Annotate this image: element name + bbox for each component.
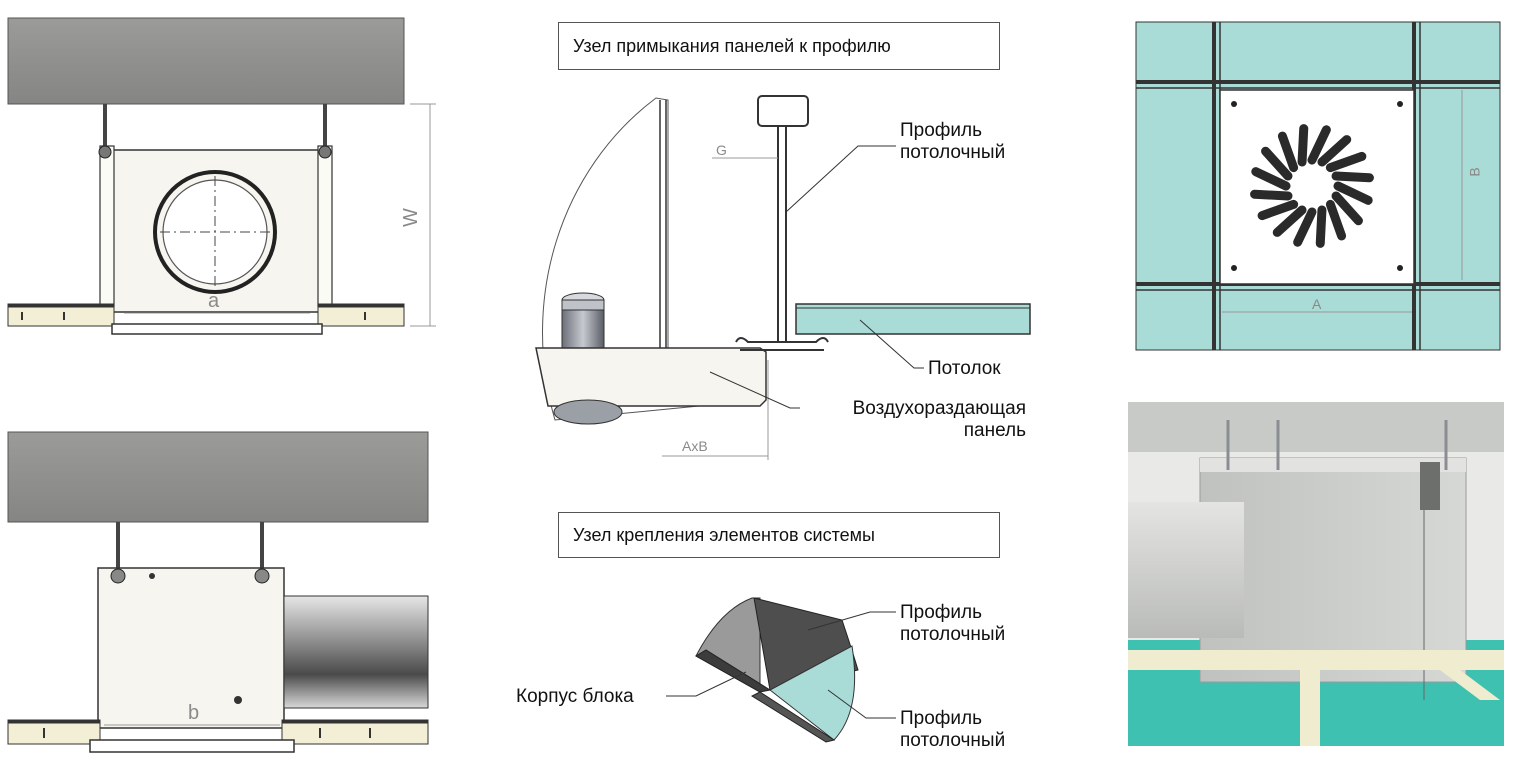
label-air-panel: Воздухораздающая панель: [806, 398, 1026, 442]
concrete-slab: [7, 17, 405, 105]
swirl-slot: [1297, 124, 1309, 167]
label-profile-mid-line2: потолочный: [900, 624, 1006, 645]
label-profile-bot-line1: Профиль: [900, 708, 983, 729]
teal-corner: [769, 645, 856, 741]
label-profile-bot-line2: потолочный: [900, 730, 1006, 751]
fastener-cylinder: [561, 309, 605, 351]
face-plate: [111, 323, 323, 335]
ceiling-tile-right: [317, 303, 405, 327]
label-profile-bot: Профиль потолочный: [900, 708, 1005, 752]
swirl-slot: [1325, 199, 1347, 241]
side-section-view: [7, 431, 429, 753]
label-air-panel-line2: панель: [963, 420, 1026, 441]
duct-pipe: [283, 595, 429, 709]
swirl-slot: [1317, 135, 1352, 167]
swirl-slot: [1333, 181, 1373, 205]
dim-G: G: [716, 142, 727, 158]
panel-joint-detail: [535, 95, 1031, 460]
label-body: Корпус блока: [516, 686, 634, 707]
swirl-slot: [1272, 205, 1307, 237]
caption-panel-joint: Узел примыкания панелей к профилю: [558, 22, 1000, 70]
swirl-slot: [1277, 131, 1299, 173]
plan-view: [1135, 21, 1501, 351]
leader-ceiling: [859, 319, 924, 369]
fixing-joint-detail: [666, 597, 896, 743]
dim-AxB: AxB: [682, 438, 708, 454]
ceiling-tile-left: [7, 303, 115, 327]
leader-profile-top: [785, 145, 896, 213]
render-pipe: [1128, 502, 1244, 638]
swirl-slot: [1257, 199, 1299, 221]
swirl-slot: [1261, 146, 1293, 181]
swirl-slot: [1325, 151, 1367, 173]
air-distribution-panel: [535, 347, 767, 407]
dim-a: a: [208, 290, 220, 312]
dim-W: W: [399, 208, 422, 227]
label-profile-top-line2: потолочный: [900, 142, 1006, 163]
spigot-ring: [153, 170, 277, 294]
label-profile-top: Профиль потолочный: [900, 120, 1005, 164]
swirl-slot: [1331, 171, 1374, 183]
swirl-slot: [1250, 189, 1293, 201]
dim-A: A: [1312, 296, 1322, 312]
diffuser-plate: [1219, 89, 1415, 285]
dim-B: B: [1466, 167, 1483, 177]
swirl-slot: [1293, 207, 1317, 247]
leader-panel: [709, 371, 800, 409]
plenum-box-side: [97, 567, 285, 729]
label-ceiling: Потолок: [928, 358, 1001, 379]
swirl-slot: [1251, 167, 1291, 191]
swirl-slot: [1331, 191, 1363, 226]
front-section-view: [7, 17, 436, 335]
label-profile-mid: Профиль потолочный: [900, 602, 1005, 646]
dim-b: b: [188, 702, 200, 724]
ceiling-tile-detail: [795, 303, 1031, 335]
label-air-panel-line1: Воздухораздающая: [852, 398, 1026, 419]
swirl-slots: [1250, 124, 1374, 248]
caption-fixing-joint: Узел крепления элементов системы: [558, 512, 1000, 558]
render-3d: [1128, 402, 1504, 746]
swirl-slot: [1307, 125, 1331, 165]
label-profile-top-line1: Профиль: [900, 120, 983, 141]
label-profile-mid-line1: Профиль: [900, 602, 983, 623]
concrete-slab-lower: [7, 431, 429, 523]
swirl-slot: [1315, 205, 1327, 248]
